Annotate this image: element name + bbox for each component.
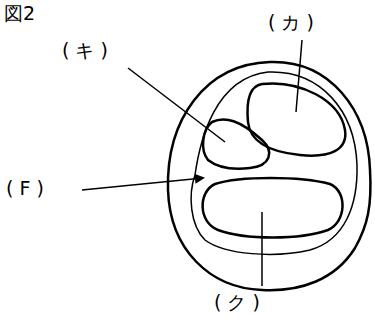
chamber bbox=[248, 83, 346, 155]
chamber bbox=[203, 178, 343, 238]
part-label: ( キ ) bbox=[62, 40, 108, 61]
chamber bbox=[203, 119, 269, 168]
inner-wall bbox=[191, 72, 357, 254]
outer-wall bbox=[168, 62, 371, 290]
part-label: ( ク ) bbox=[214, 292, 260, 313]
arrow bbox=[82, 178, 203, 190]
leader-line bbox=[128, 68, 225, 142]
part-label: ( F ) bbox=[6, 178, 44, 199]
figure-title: 図2 bbox=[4, 3, 35, 24]
leader-line bbox=[296, 40, 302, 112]
part-label: ( カ ) bbox=[268, 12, 314, 33]
leader-line bbox=[261, 212, 263, 286]
